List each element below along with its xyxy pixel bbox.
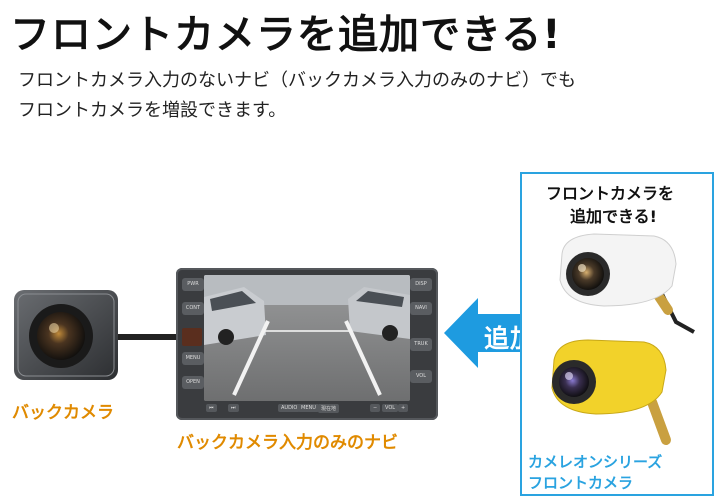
cable [118, 334, 186, 340]
nav-menu-label: MENU [298, 404, 319, 412]
nav-prev-icon: ⏮ [206, 404, 217, 412]
series-label-line-2: フロントカメラ [528, 474, 634, 492]
series-label-line-1: カメレオンシリーズ [528, 453, 663, 471]
nav-button-cont: CONT [182, 302, 204, 315]
nav-sd-slot [182, 328, 202, 346]
nav-button-open: OPEN [182, 376, 204, 389]
front-box-title-line-1: フロントカメラを [546, 184, 675, 203]
front-box-title-line-2: 追加できる! [570, 207, 657, 226]
nav-button-menu: MENU [182, 352, 204, 365]
yellow-front-camera-image [551, 339, 671, 445]
nav-next-icon: ⏭ [228, 404, 239, 412]
nav-audio-label: AUDIO [278, 404, 301, 412]
nav-button-navi: NAVI [410, 302, 432, 315]
back-camera-image [14, 290, 118, 380]
front-camera-box [520, 172, 714, 496]
description-line-1: フロントカメラ入力のないナビ（バックカメラ入力のみのナビ）でも [18, 70, 576, 91]
nav-label: バックカメラ入力のみのナビ [177, 433, 398, 453]
nav-button-vol: VOL [410, 370, 432, 383]
nav-button-truk: TRUK [410, 338, 432, 351]
nav-vol-label: VOL [382, 404, 399, 412]
nav-screen-rear-view [204, 275, 410, 401]
nav-vol-minus: − [370, 404, 381, 412]
headline: フロントカメラを追加できる! [10, 12, 562, 58]
nav-vol-plus: + [398, 404, 409, 412]
nav-bottom-bar: ⏮ ⏭ AUDIO MENU 現在地 − VOL + [200, 404, 410, 416]
nav-button-pwr: PWR [182, 278, 204, 291]
nav-button-disp: DISP [410, 278, 432, 291]
back-camera-label: バックカメラ [12, 403, 114, 423]
description-line-2: フロントカメラを増設できます。 [18, 100, 287, 121]
nav-location-label: 現在地 [318, 404, 340, 413]
white-front-camera-image [559, 233, 695, 334]
